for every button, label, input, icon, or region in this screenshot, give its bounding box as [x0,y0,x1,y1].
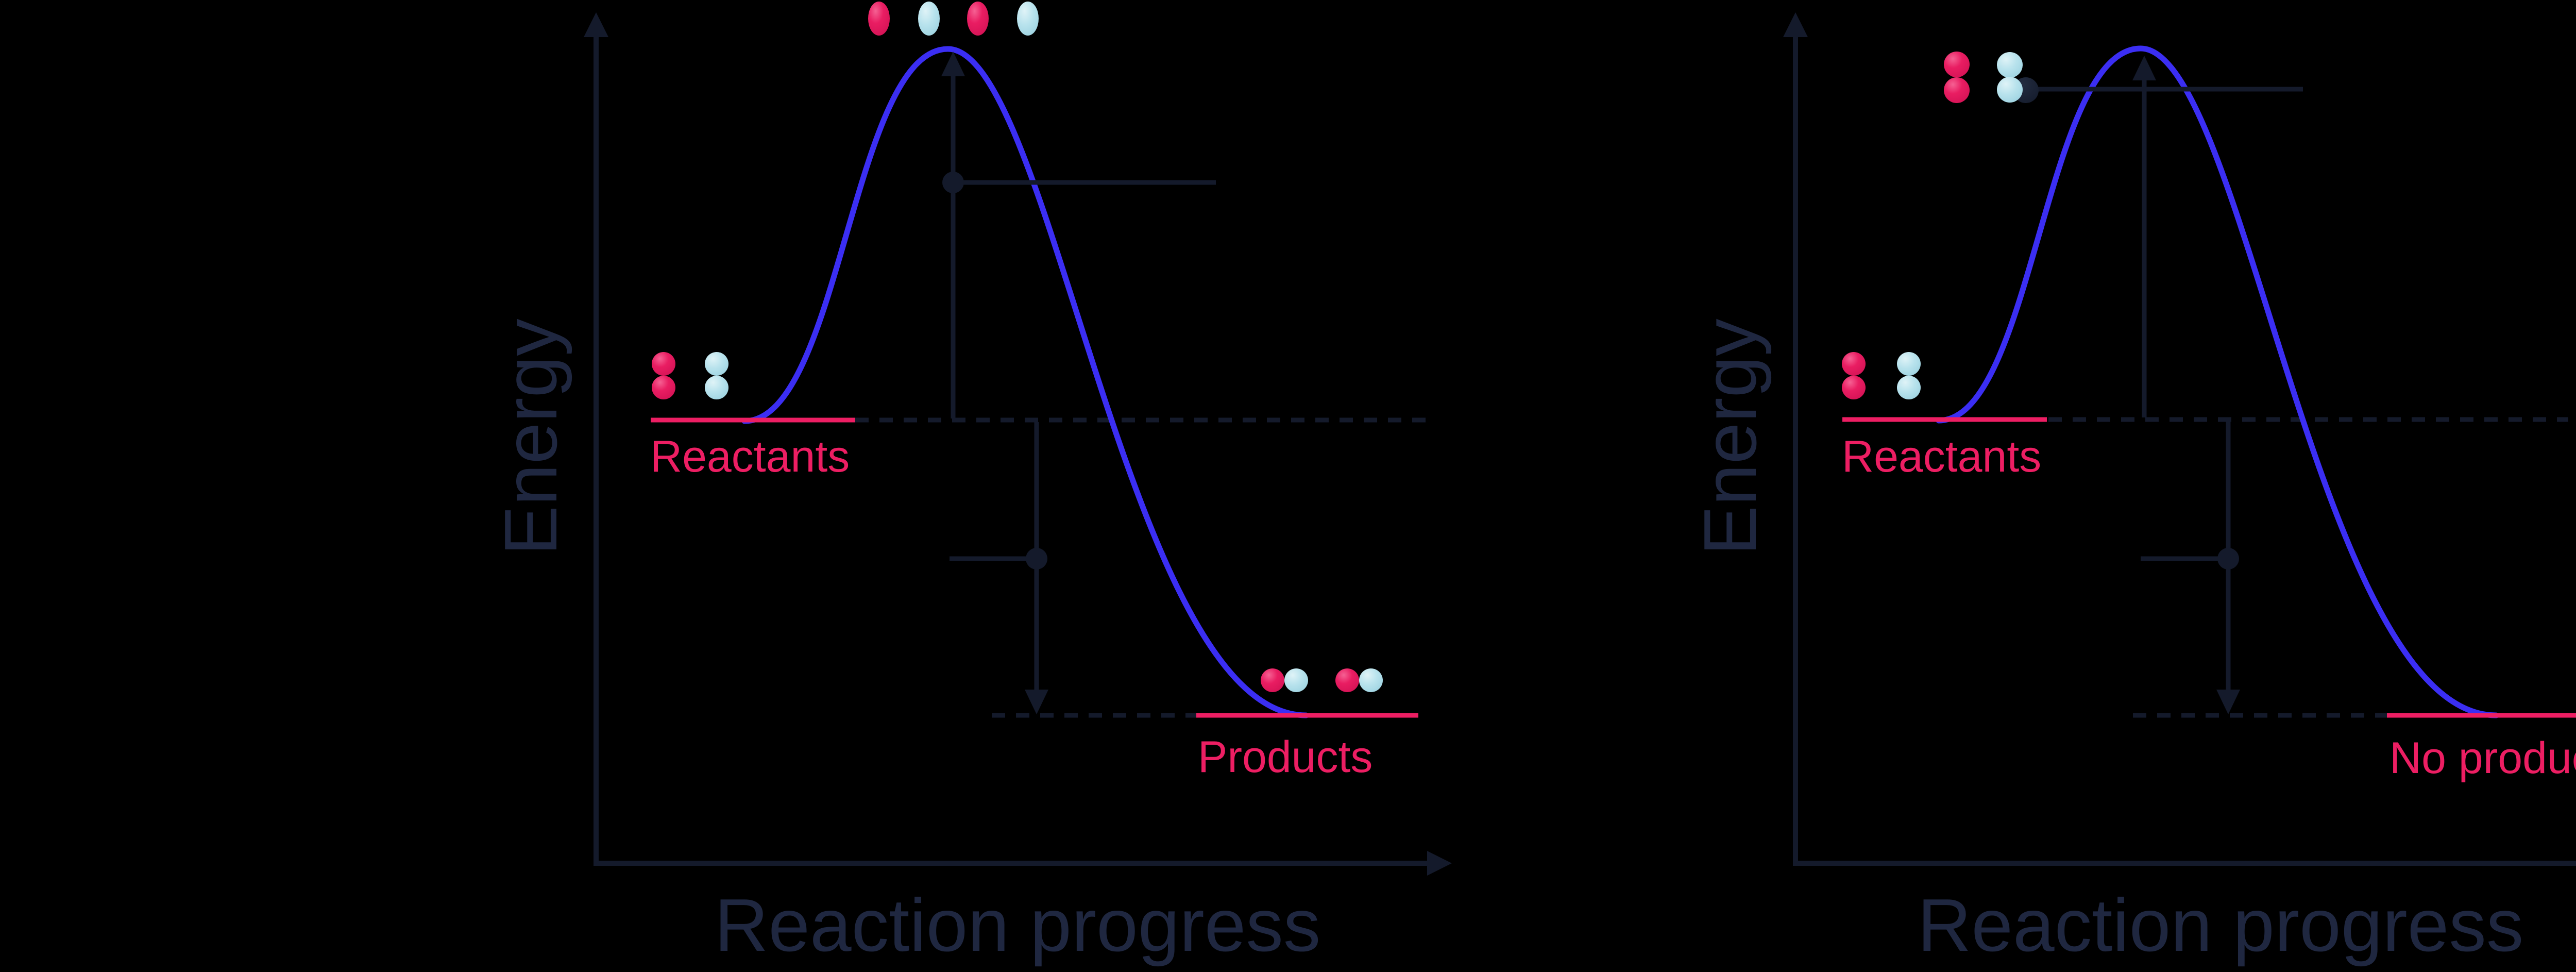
right-x-axis-label: Reaction progress [1918,883,2524,967]
left-activation-dot [942,172,964,193]
left-delta-e-arrow-head-icon [1025,690,1048,714]
left-y-axis-label: Energy [489,319,572,556]
left-y-axis-arrow-icon [584,12,608,37]
left-energy-curve [741,46,1309,718]
left-reactants-label: Reactants [650,432,850,481]
left-energy-diagram: Energy Reaction progress Reactants Produ… [489,2,1452,967]
left-product-molecule-1 [1261,668,1308,692]
left-products-label: Products [1198,732,1372,782]
left-transition-state-atoms [868,2,1039,36]
right-reactant-molecule-blue [1897,352,1921,399]
left-product-molecule-2 [1335,668,1383,692]
right-no-products-label: No products [2389,733,2576,783]
right-reactant-molecule-pink [1842,352,1866,399]
left-reactant-molecule-pink [652,352,675,399]
left-x-axis-arrow-icon [1427,851,1452,876]
right-colliding-molecules [1944,52,2039,103]
right-energy-diagram: Energy Reaction progress Reactants No pr… [1688,12,2576,967]
right-delta-e-dot [2217,548,2239,569]
right-reactants-label: Reactants [1842,432,2041,481]
left-delta-e-dot [1026,548,1047,569]
right-activation-arrow-head-icon [2132,56,2156,80]
left-activation-arrow-head-icon [941,52,965,76]
left-reactant-molecule-blue [705,352,728,399]
right-y-axis-arrow-icon [1783,12,1808,37]
left-x-axis-label: Reaction progress [715,883,1321,967]
right-energy-curve [1936,45,2499,718]
right-y-axis-label: Energy [1688,319,1772,556]
right-delta-e-arrow-head-icon [2216,690,2240,714]
